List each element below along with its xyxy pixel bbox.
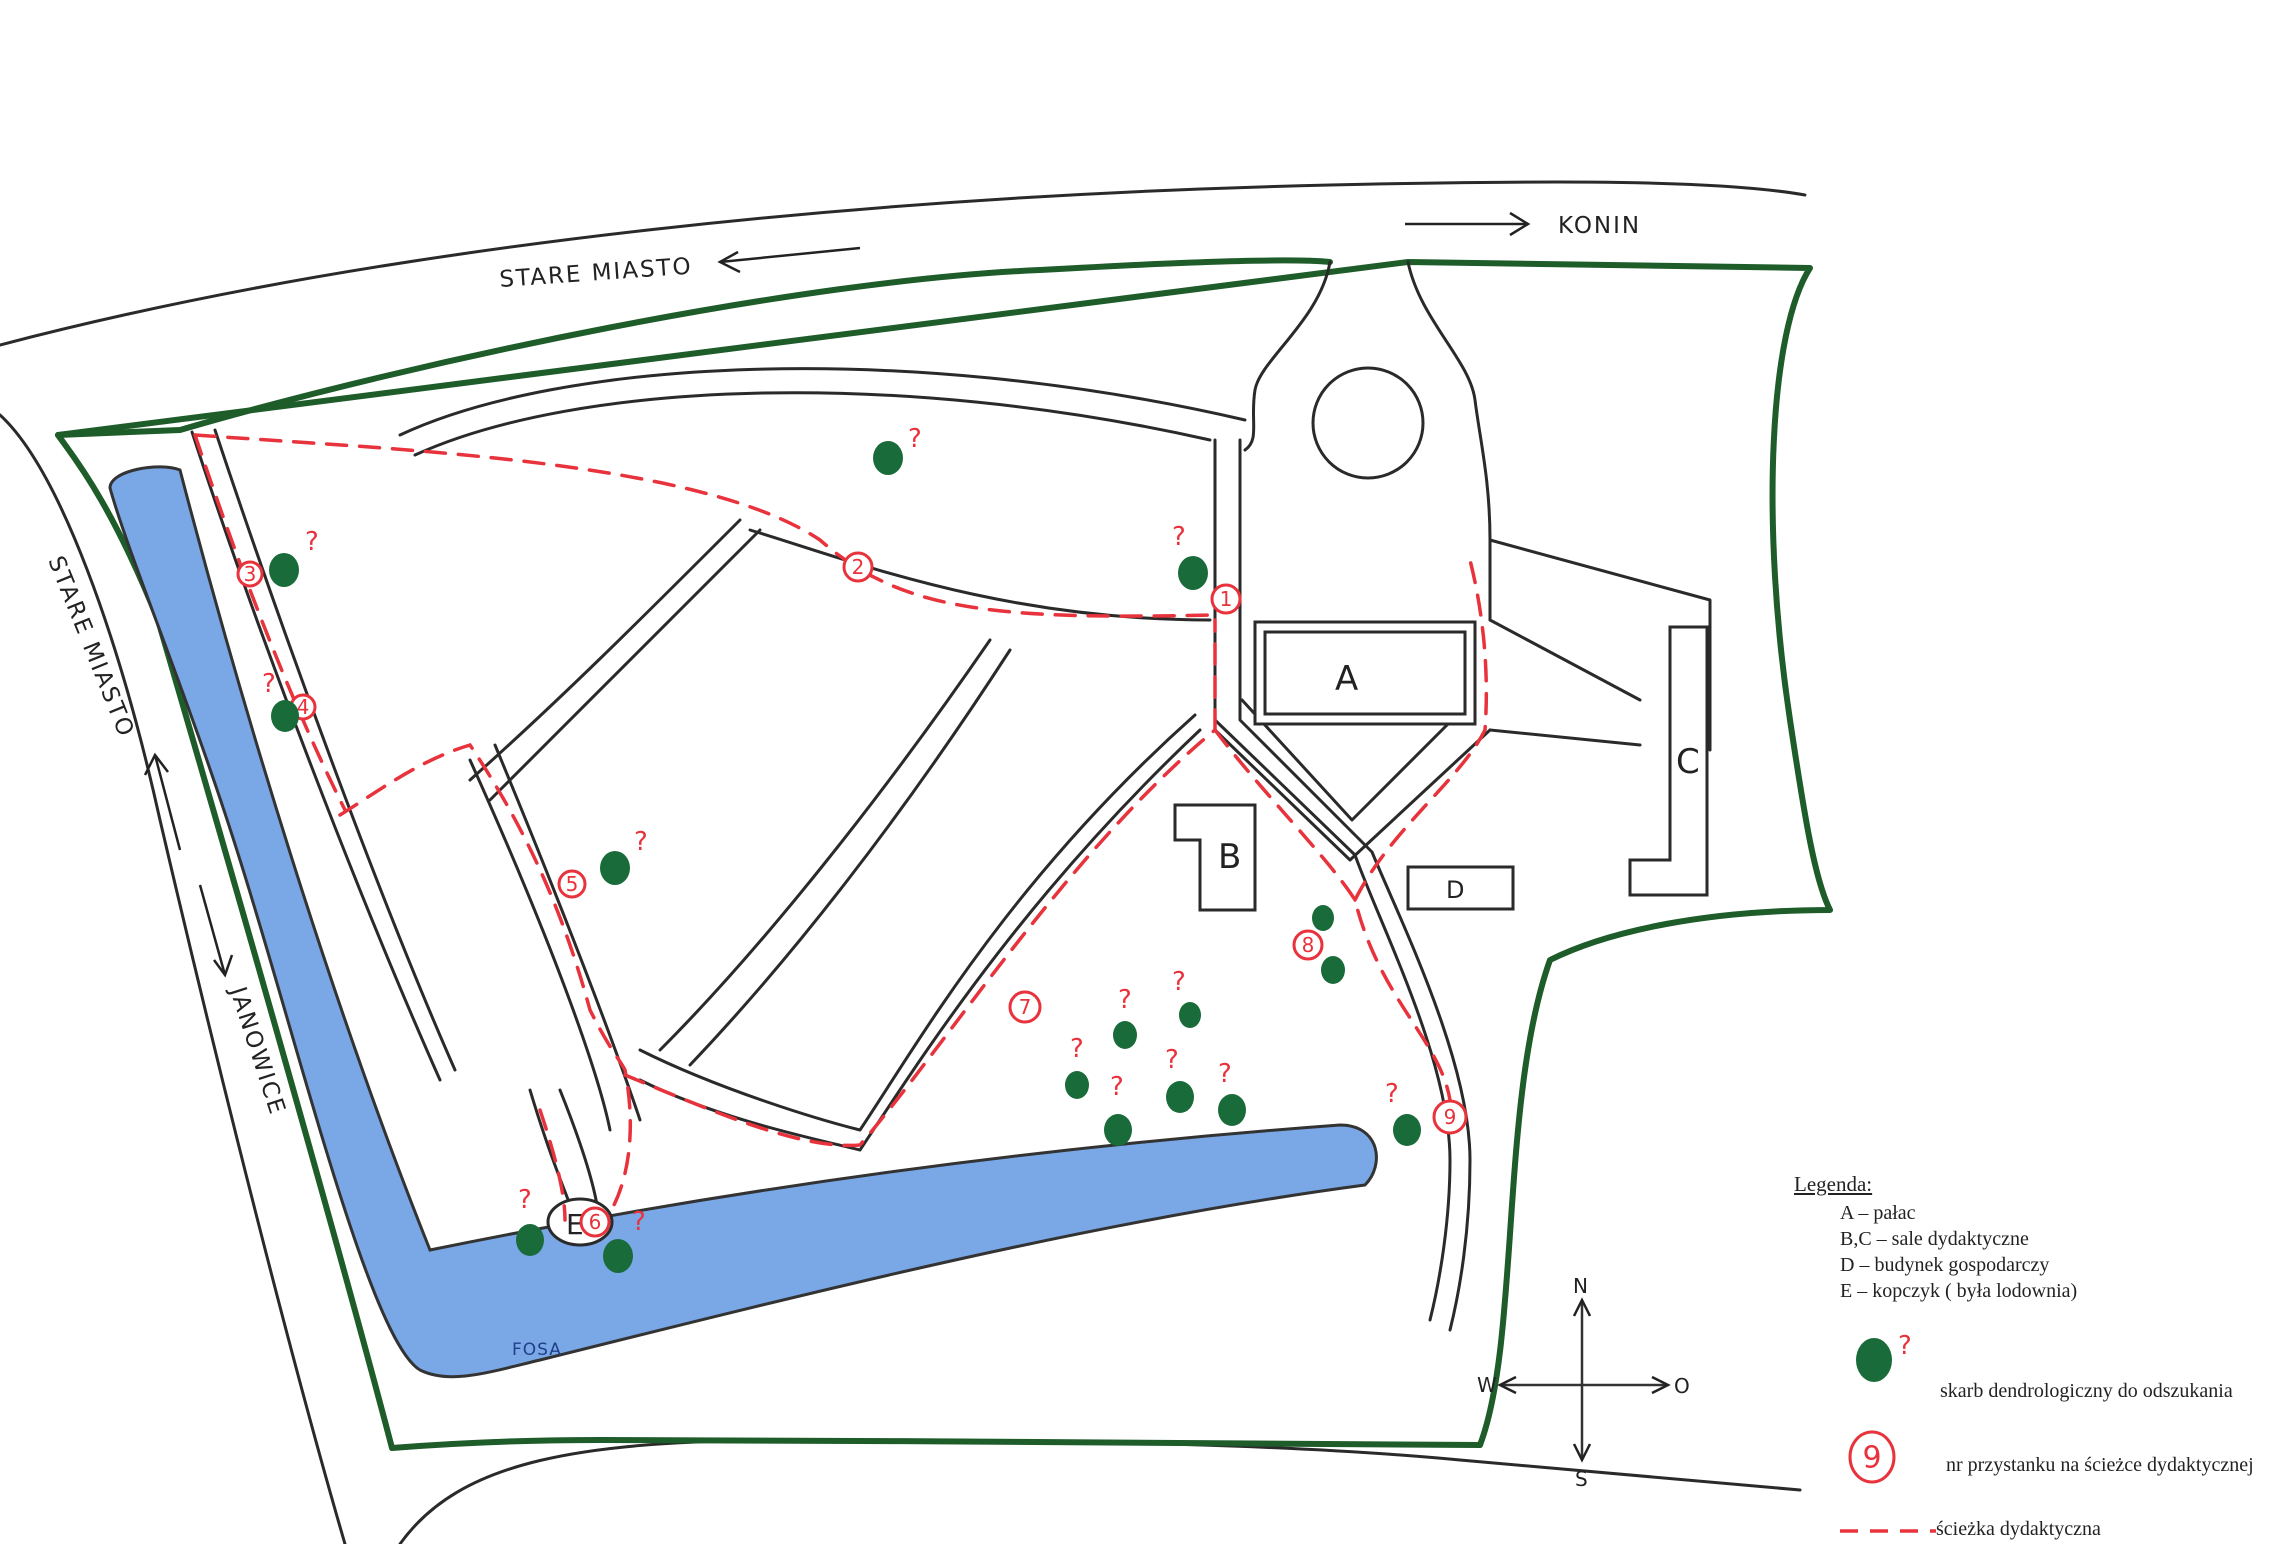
moat: FOSA xyxy=(108,465,1378,1379)
road-label-konin: KONIN xyxy=(1558,213,1641,239)
svg-text:D: D xyxy=(1446,876,1464,904)
tree-marker: ? xyxy=(873,424,922,475)
trail-stop-1: 1 xyxy=(1210,583,1242,615)
svg-text:?: ? xyxy=(518,1185,532,1215)
svg-text:E: E xyxy=(566,1208,584,1241)
arrow-right-icon xyxy=(1405,211,1531,237)
arrow-left-icon xyxy=(717,246,861,274)
trail-stop-6: 6 xyxy=(579,1206,611,1238)
tree-marker: ? xyxy=(1172,967,1201,1028)
legend-entry-e: E – kopczyk ( była lodownia) xyxy=(1840,1280,2078,1302)
legend-tree-symbol: ? xyxy=(1856,1331,1912,1382)
educational-trail xyxy=(193,433,1489,1222)
park-boundary xyxy=(55,257,1833,1451)
svg-text:?: ? xyxy=(632,1207,646,1237)
tree-marker: ? xyxy=(269,527,319,587)
legend-stop-symbol: 9 xyxy=(1848,1430,1896,1484)
trail-stop-8: 8 xyxy=(1292,929,1324,961)
legend-entry-bc: B,C – sale dydaktyczne xyxy=(1840,1228,2029,1250)
svg-text:?: ? xyxy=(262,669,276,699)
legend-tree-label: skarb dendrologiczny do odszukania xyxy=(1940,1380,2233,1402)
svg-text:?: ? xyxy=(1385,1079,1399,1109)
trail-stop-9: 9 xyxy=(1432,1099,1468,1135)
trail-stops: 1 2 3 4 5 6 7 8 9 xyxy=(236,551,1468,1238)
legend-entry-a: A – pałac xyxy=(1840,1202,1916,1224)
svg-text:2: 2 xyxy=(852,555,865,579)
tree-marker: ? xyxy=(603,1207,646,1273)
svg-text:8: 8 xyxy=(1302,933,1315,957)
tree-marker: ? xyxy=(1385,1079,1421,1146)
tree-marker xyxy=(1321,956,1345,984)
svg-text:?: ? xyxy=(1118,985,1132,1015)
legend-trail-label: ścieżka dydaktyczna xyxy=(1936,1518,2101,1540)
svg-text:9: 9 xyxy=(1862,1441,1881,1476)
svg-text:1: 1 xyxy=(1220,587,1233,611)
building-a: A xyxy=(1253,620,1477,726)
tree-marker: ? xyxy=(1065,1034,1089,1099)
tree-marker: ? xyxy=(516,1185,544,1256)
compass-south: S xyxy=(1575,1467,1588,1491)
trail-stop-7: 7 xyxy=(1008,990,1042,1024)
arrow-up-icon xyxy=(143,752,182,851)
svg-text:C: C xyxy=(1676,742,1700,782)
svg-text:4: 4 xyxy=(297,695,310,719)
legend-title: Legenda: xyxy=(1794,1172,1873,1196)
arrow-down-icon xyxy=(198,884,234,978)
tree-marker: ? xyxy=(1113,985,1137,1049)
svg-text:?: ? xyxy=(1165,1045,1179,1075)
buildings: A B C D E xyxy=(546,620,1709,1247)
svg-text:7: 7 xyxy=(1019,995,1032,1019)
svg-text:5: 5 xyxy=(566,872,579,896)
legend-stop-label: nr przystanku na ścieżce dydaktycznej xyxy=(1946,1454,2254,1476)
building-c: C xyxy=(1628,625,1709,897)
svg-text:?: ? xyxy=(1172,967,1186,997)
compass-east: O xyxy=(1674,1374,1690,1398)
svg-text:?: ? xyxy=(305,527,319,557)
svg-text:?: ? xyxy=(634,827,648,857)
compass-rose: N S W O xyxy=(1477,1274,1690,1491)
building-d: D xyxy=(1406,865,1515,911)
legend-entry-d: D – budynek gospodarczy xyxy=(1840,1254,2050,1276)
tree-marker: ? xyxy=(600,827,648,885)
compass-west: W xyxy=(1477,1373,1497,1397)
trail-stop-2: 2 xyxy=(842,551,874,583)
legend-trail-symbol xyxy=(1840,1529,1936,1533)
svg-text:A: A xyxy=(1335,659,1358,699)
tree-marker: ? xyxy=(1172,522,1208,590)
tree-marker xyxy=(1312,905,1334,931)
building-b: B xyxy=(1173,803,1257,912)
dendrological-treasures: ? ? ? ? ? ? ? ? ? ? ? ? ? ? xyxy=(262,424,1421,1273)
trail-stop-5: 5 xyxy=(557,869,587,899)
svg-text:?: ? xyxy=(1218,1059,1232,1089)
svg-text:B: B xyxy=(1218,837,1241,877)
stop-circle-icon xyxy=(1848,1430,1896,1484)
tree-marker: ? xyxy=(1218,1059,1246,1126)
svg-text:9: 9 xyxy=(1444,1105,1457,1129)
trail-stop-3: 3 xyxy=(236,560,264,588)
svg-text:?: ? xyxy=(1070,1034,1084,1064)
svg-text:?: ? xyxy=(908,424,922,454)
tree-marker: ? xyxy=(262,669,299,732)
moat-label: FOSA xyxy=(512,1340,562,1360)
roundabout xyxy=(1311,366,1425,480)
tree-marker: ? xyxy=(1104,1072,1132,1146)
svg-text:?: ? xyxy=(1110,1072,1124,1102)
svg-text:6: 6 xyxy=(589,1210,602,1234)
tree-marker: ? xyxy=(1165,1045,1194,1113)
road-label-stare-miasto-north: STARE MIASTO xyxy=(499,254,694,293)
internal-roads xyxy=(190,260,1712,1332)
compass-north: N xyxy=(1573,1274,1588,1298)
svg-text:?: ? xyxy=(1172,522,1186,552)
svg-text:3: 3 xyxy=(244,562,257,586)
tree-icon xyxy=(1856,1338,1892,1382)
svg-text:?: ? xyxy=(1898,1331,1912,1361)
